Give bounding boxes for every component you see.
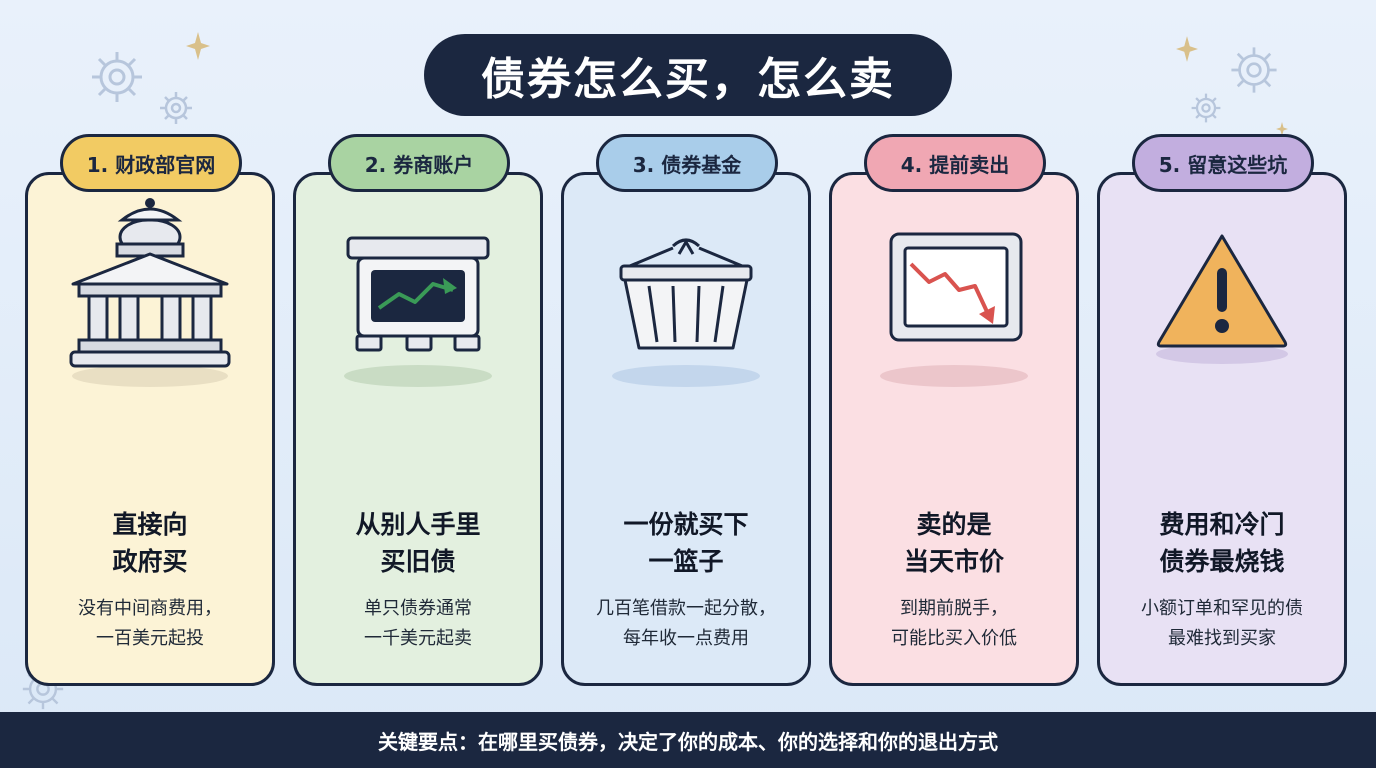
warning-icon <box>1097 190 1347 390</box>
government-building-icon <box>25 190 275 390</box>
trading-screen-icon <box>293 190 543 390</box>
basket-icon <box>561 190 811 390</box>
tab-sell-early: 4. 提前卖出 <box>864 134 1046 192</box>
tab-treasury: 1. 财政部官网 <box>60 134 242 192</box>
card-heading: 费用和冷门债券最烧钱 <box>1159 510 1285 576</box>
declining-chart-icon <box>829 190 1079 390</box>
gear-decoration-icon <box>1191 93 1221 123</box>
card-description: 没有中间商费用，一百美元起投 <box>78 598 222 649</box>
card-heading: 卖的是当天市价 <box>903 510 1004 576</box>
title-banner: 债券怎么买，怎么卖 <box>424 34 952 116</box>
tab-pitfalls: 5. 留意这些坑 <box>1132 134 1314 192</box>
card-description: 到期前脱手，可能比买入价低 <box>891 598 1017 649</box>
footer-key-takeaway: 关键要点：在哪里买债券，决定了你的成本、你的选择和你的退出方式 <box>378 729 998 754</box>
page-title: 债券怎么买，怎么卖 <box>481 54 895 105</box>
sparkle-icon <box>186 32 210 60</box>
card-heading: 一份就买下一篮子 <box>623 510 749 576</box>
gear-decoration-icon <box>1231 47 1277 93</box>
sparkle-icon <box>1176 36 1198 62</box>
footer-banner: 关键要点：在哪里买债券，决定了你的成本、你的选择和你的退出方式 <box>0 712 1376 768</box>
card-bond-fund <box>561 172 811 686</box>
card-description: 几百笔借款一起分散，每年收一点费用 <box>596 598 776 649</box>
card-description: 小额订单和罕见的债最难找到买家 <box>1141 598 1303 649</box>
tab-brokerage: 2. 券商账户 <box>328 134 510 192</box>
gear-decoration-icon <box>92 52 142 102</box>
card-description: 单只债券通常一千美元起卖 <box>364 598 472 649</box>
card-heading: 直接向政府买 <box>112 510 188 576</box>
card-heading: 从别人手里买旧债 <box>355 510 481 576</box>
gear-decoration-icon <box>160 92 192 124</box>
sparkle-icon <box>1276 122 1288 136</box>
tab-bond-fund: 3. 债券基金 <box>596 134 778 192</box>
